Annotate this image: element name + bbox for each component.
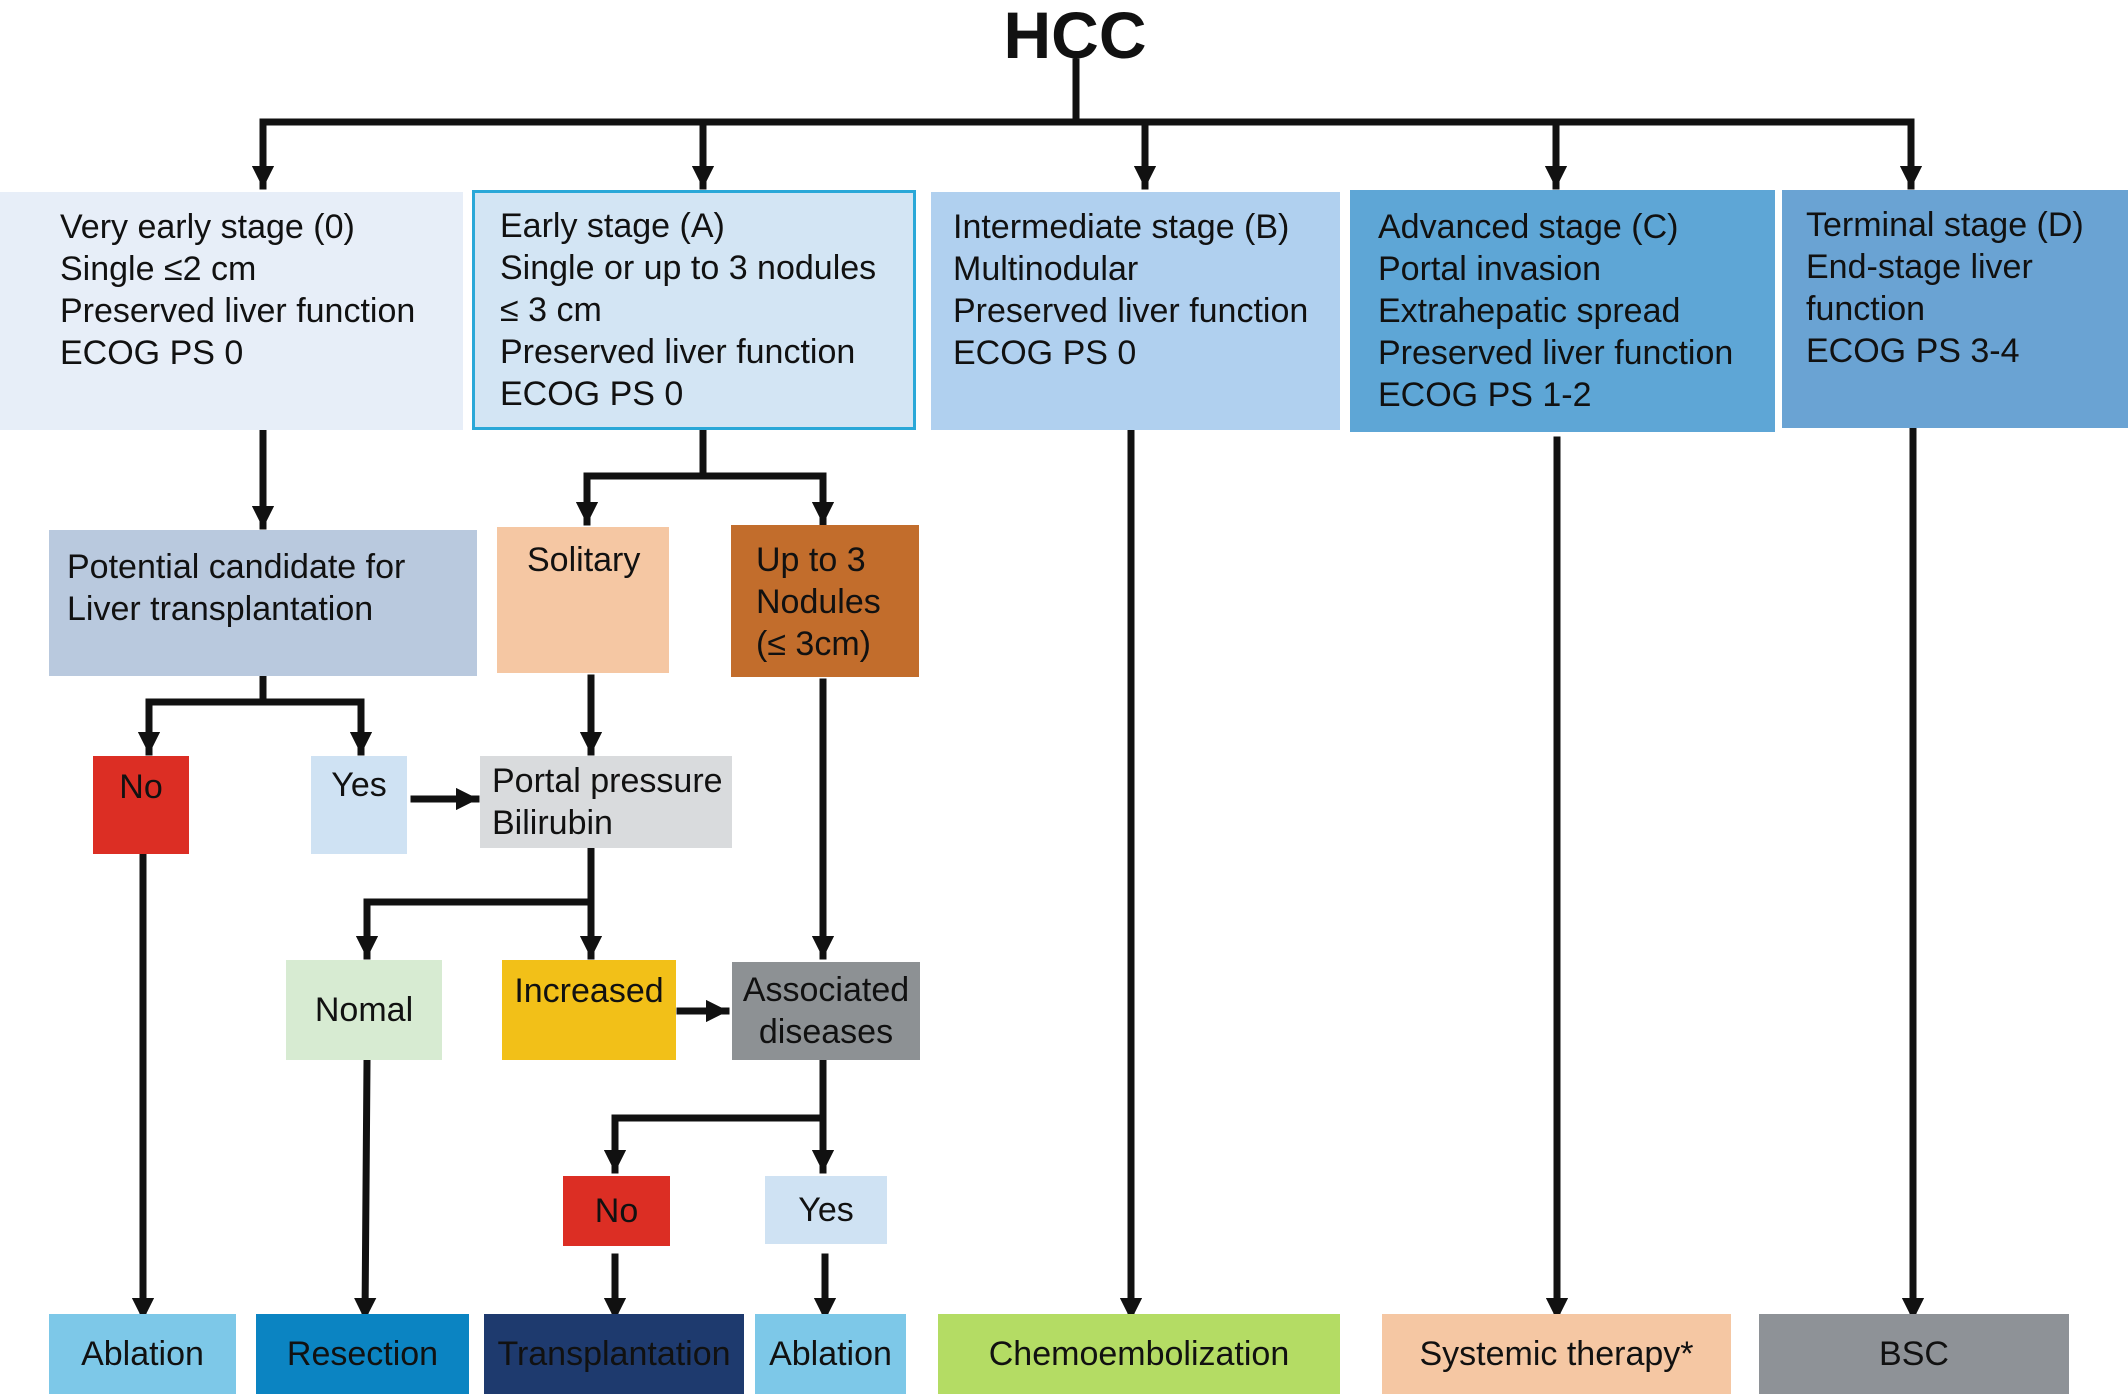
yes-label-1: Yes [331, 766, 387, 804]
intermediate-stage-title: Intermediate stage (B) [953, 208, 1290, 246]
intermediate-multinodular: Multinodular [953, 250, 1139, 288]
very-early-ecog: ECOG PS 0 [60, 334, 244, 372]
advanced-portal-invasion: Portal invasion [1378, 250, 1602, 288]
ablation-box-2: Ablation [755, 1314, 906, 1394]
transplantation-box: Transplantation [484, 1314, 744, 1394]
increased-label: Increased [514, 972, 664, 1010]
systemic-therapy-box: Systemic therapy* [1382, 1314, 1731, 1394]
yes-box-2: Yes [765, 1176, 887, 1244]
bsc-label: BSC [1879, 1335, 1949, 1373]
no-box-2: No [563, 1176, 670, 1246]
very-early-stage-title: Very early stage (0) [60, 208, 355, 246]
transplant-candidate-box: Potential candidate for Liver transplant… [49, 530, 477, 676]
up-to-3-nodules-box: Up to 3 Nodules (≤ 3cm) [731, 525, 919, 677]
terminal-stage-title: Terminal stage (D) [1806, 206, 2084, 244]
portal-pressure-box: Portal pressure Bilirubin [480, 756, 732, 848]
chemoembolization-box: Chemoembolization [938, 1314, 1340, 1394]
early-ecog: ECOG PS 0 [500, 375, 684, 413]
transplantation-label: Transplantation [497, 1335, 731, 1373]
diagram-title: HCC [1003, 0, 1147, 72]
no-label-2: No [594, 1192, 639, 1230]
early-stage-box: Early stage (A) Single or up to 3 nodule… [472, 190, 916, 430]
yes-box-1: Yes [311, 756, 407, 854]
chemoembolization-label: Chemoembolization [988, 1335, 1290, 1373]
solitary-box: Solitary [497, 527, 669, 673]
candidate-line-1: Potential candidate for [67, 548, 406, 586]
intermediate-stage-box: Intermediate stage (B) Multinodular Pres… [931, 192, 1340, 430]
terminal-liver-line-2: function [1806, 290, 1926, 328]
bsc-box: BSC [1759, 1314, 2069, 1394]
systemic-therapy-label: Systemic therapy* [1419, 1335, 1694, 1373]
terminal-stage-box: Terminal stage (D) End-stage liver funct… [1782, 190, 2128, 428]
ablation-label-2: Ablation [769, 1335, 892, 1373]
very-early-liver-function: Preserved liver function [60, 292, 416, 330]
solitary-label: Solitary [527, 541, 641, 579]
early-liver-function: Preserved liver function [500, 333, 856, 371]
up-to-3-line-1: Up to 3 [756, 541, 866, 579]
very-early-size: Single ≤2 cm [60, 250, 257, 288]
early-nodules: Single or up to 3 nodules [500, 249, 877, 287]
yes-label-2: Yes [798, 1191, 854, 1229]
up-to-3-line-2: Nodules [756, 583, 881, 621]
portal-pressure-line: Portal pressure [492, 762, 723, 800]
terminal-liver-line-1: End-stage liver [1806, 248, 2033, 286]
ablation-label-1: Ablation [81, 1335, 204, 1373]
advanced-stage-box: Advanced stage (C) Portal invasion Extra… [1350, 190, 1775, 432]
up-to-3-line-3: (≤ 3cm) [756, 625, 871, 663]
no-box-1: No [93, 756, 189, 854]
resection-box: Resection [256, 1314, 469, 1394]
terminal-ecog: ECOG PS 3-4 [1806, 332, 2020, 370]
increased-box: Increased [502, 960, 676, 1060]
intermediate-ecog: ECOG PS 0 [953, 334, 1137, 372]
associated-line-2: diseases [758, 1013, 894, 1051]
advanced-extrahepatic-spread: Extrahepatic spread [1378, 292, 1681, 330]
early-stage-title: Early stage (A) [500, 207, 725, 245]
no-label-1: No [119, 768, 163, 806]
ablation-box-1: Ablation [49, 1314, 236, 1394]
candidate-line-2: Liver transplantation [67, 590, 374, 628]
normal-box: Nomal [286, 960, 442, 1060]
normal-label: Nomal [314, 991, 414, 1029]
intermediate-liver-function: Preserved liver function [953, 292, 1309, 330]
advanced-ecog: ECOG PS 1-2 [1378, 376, 1592, 414]
early-size: ≤ 3 cm [500, 291, 602, 329]
resection-label: Resection [286, 1335, 439, 1373]
bilirubin-line: Bilirubin [492, 804, 613, 842]
advanced-stage-title: Advanced stage (C) [1378, 208, 1679, 246]
very-early-stage-box: Very early stage (0) Single ≤2 cm Preser… [0, 192, 463, 430]
advanced-liver-function: Preserved liver function [1378, 334, 1734, 372]
associated-diseases-box: Associated diseases [732, 962, 920, 1060]
associated-line-1: Associated [742, 971, 910, 1009]
